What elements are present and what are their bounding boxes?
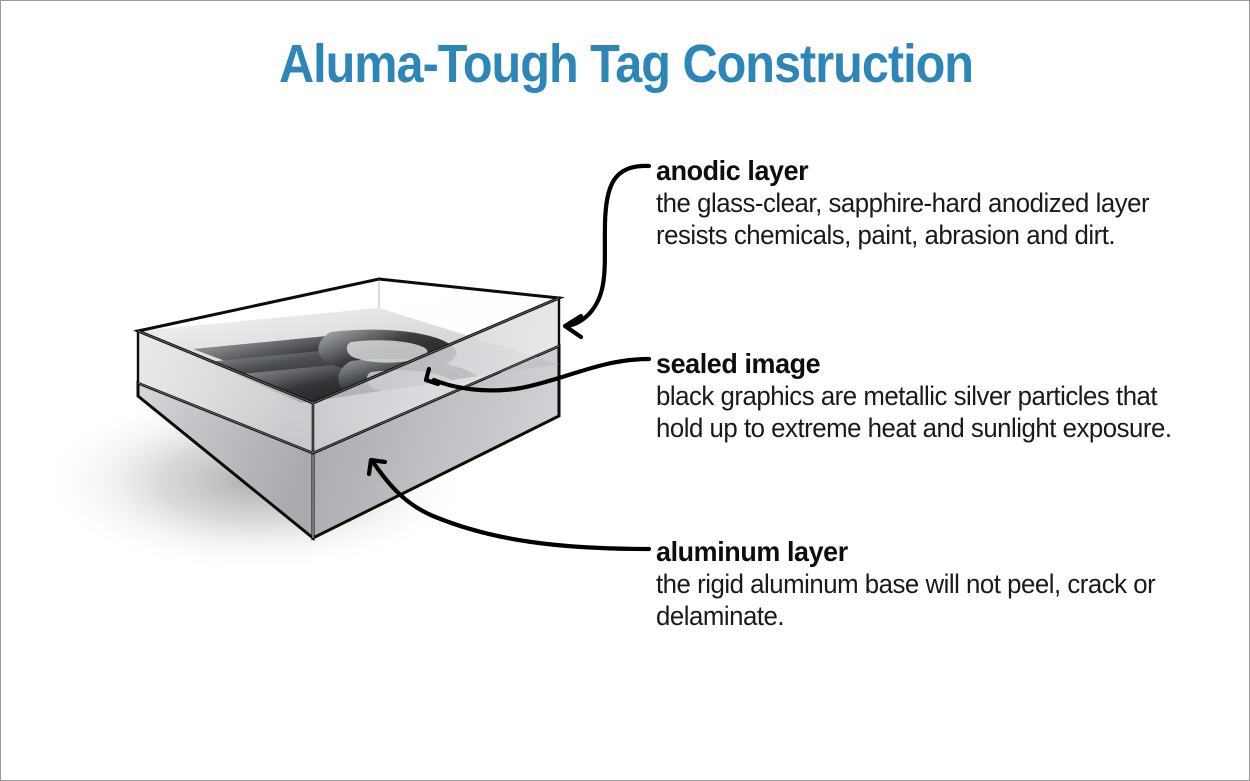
callout-aluminum-title: aluminum layer (656, 536, 848, 567)
anodic-layer-shape (132, 277, 565, 455)
callout-anodic-title: anodic layer (656, 155, 809, 186)
callout-anodic-layer: anodic layer the glass-clear, sapphire-h… (656, 155, 1196, 252)
callout-sealed-image: sealed image black graphics are metallic… (656, 348, 1196, 445)
tag-illustration (21, 231, 641, 621)
callout-anodic-body: the glass-clear, sapphire-hard anodized … (656, 188, 1150, 251)
page-title: Aluma-Tough Tag Construction (278, 34, 974, 94)
callout-sealed-body: black graphics are metallic silver parti… (656, 381, 1172, 444)
callout-aluminum-layer: aluminum layer the rigid aluminum base w… (656, 536, 1196, 633)
callout-aluminum-body: the rigid aluminum base will not peel, c… (656, 569, 1156, 632)
callout-sealed-title: sealed image (656, 348, 821, 379)
